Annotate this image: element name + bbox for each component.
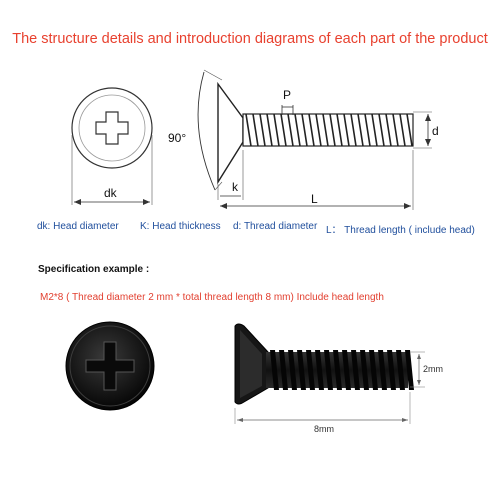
photo-length-label: 8mm [314,424,334,434]
thread-line [371,113,378,147]
legend-thread-length: L： Thread length ( include head) [326,225,475,236]
thread-line [259,113,266,147]
thread-line [357,113,364,147]
thread-line [343,113,350,147]
photo-thread [369,350,378,390]
photo-thread [351,350,360,390]
photo-diameter-label: 2mm [423,364,443,374]
photo-thread [288,350,297,390]
thread-line [392,113,399,147]
photo-thread [324,350,333,390]
thread-line [315,113,322,147]
photo-thread [378,350,387,390]
screw-side-view [197,69,432,210]
thread-line [287,113,294,147]
thread-diameter-label: d [432,124,439,138]
thread-line [245,113,252,147]
thread-line [294,113,301,147]
spec-heading: Specification example : [38,264,150,275]
photo-thread [342,350,351,390]
photo-thread [360,350,369,390]
photo-thread [270,350,279,390]
angle-label: 90° [168,131,187,145]
head-thickness-label: k [232,180,238,194]
phillips-cross-icon [95,111,129,145]
photo-thread [315,350,324,390]
photo-thread [387,350,396,390]
photo-thread [306,350,315,390]
photo-thread [297,350,306,390]
thread-line [364,113,371,147]
thread-lines [245,113,413,147]
screw-head-photo [65,321,155,411]
legend-thread-diameter: d: Thread diameter [233,221,318,232]
legend-head-thickness: K: Head thickness [140,221,221,232]
screw-side-photo [234,323,425,424]
thread-line [399,113,406,147]
thread-line [252,113,259,147]
photo-thread [405,350,414,390]
thread-line [385,113,392,147]
photo-thread [279,350,288,390]
pitch-label: P [283,88,292,102]
page-title: The structure details and introduction d… [12,31,488,47]
thread-line [350,113,357,147]
thread-line [266,113,273,147]
thread-line [406,113,413,147]
thread-line [273,113,280,147]
photo-thread [396,350,405,390]
thread-line [308,113,315,147]
thread-line [378,113,385,147]
head-diameter-label: dk [104,186,117,200]
thread-line [329,113,336,147]
thread-line [280,113,287,147]
thread-line [336,113,343,147]
thread-line [322,113,329,147]
phillips-cross-icon [85,341,135,391]
length-label: L [311,192,318,206]
photo-thread [333,350,342,390]
legend-head-diameter: dk: Head diameter [37,221,119,232]
thread-line [301,113,308,147]
spec-text: M2*8 ( Thread diameter 2 mm * total thre… [40,292,384,303]
head-top-view [71,87,153,205]
